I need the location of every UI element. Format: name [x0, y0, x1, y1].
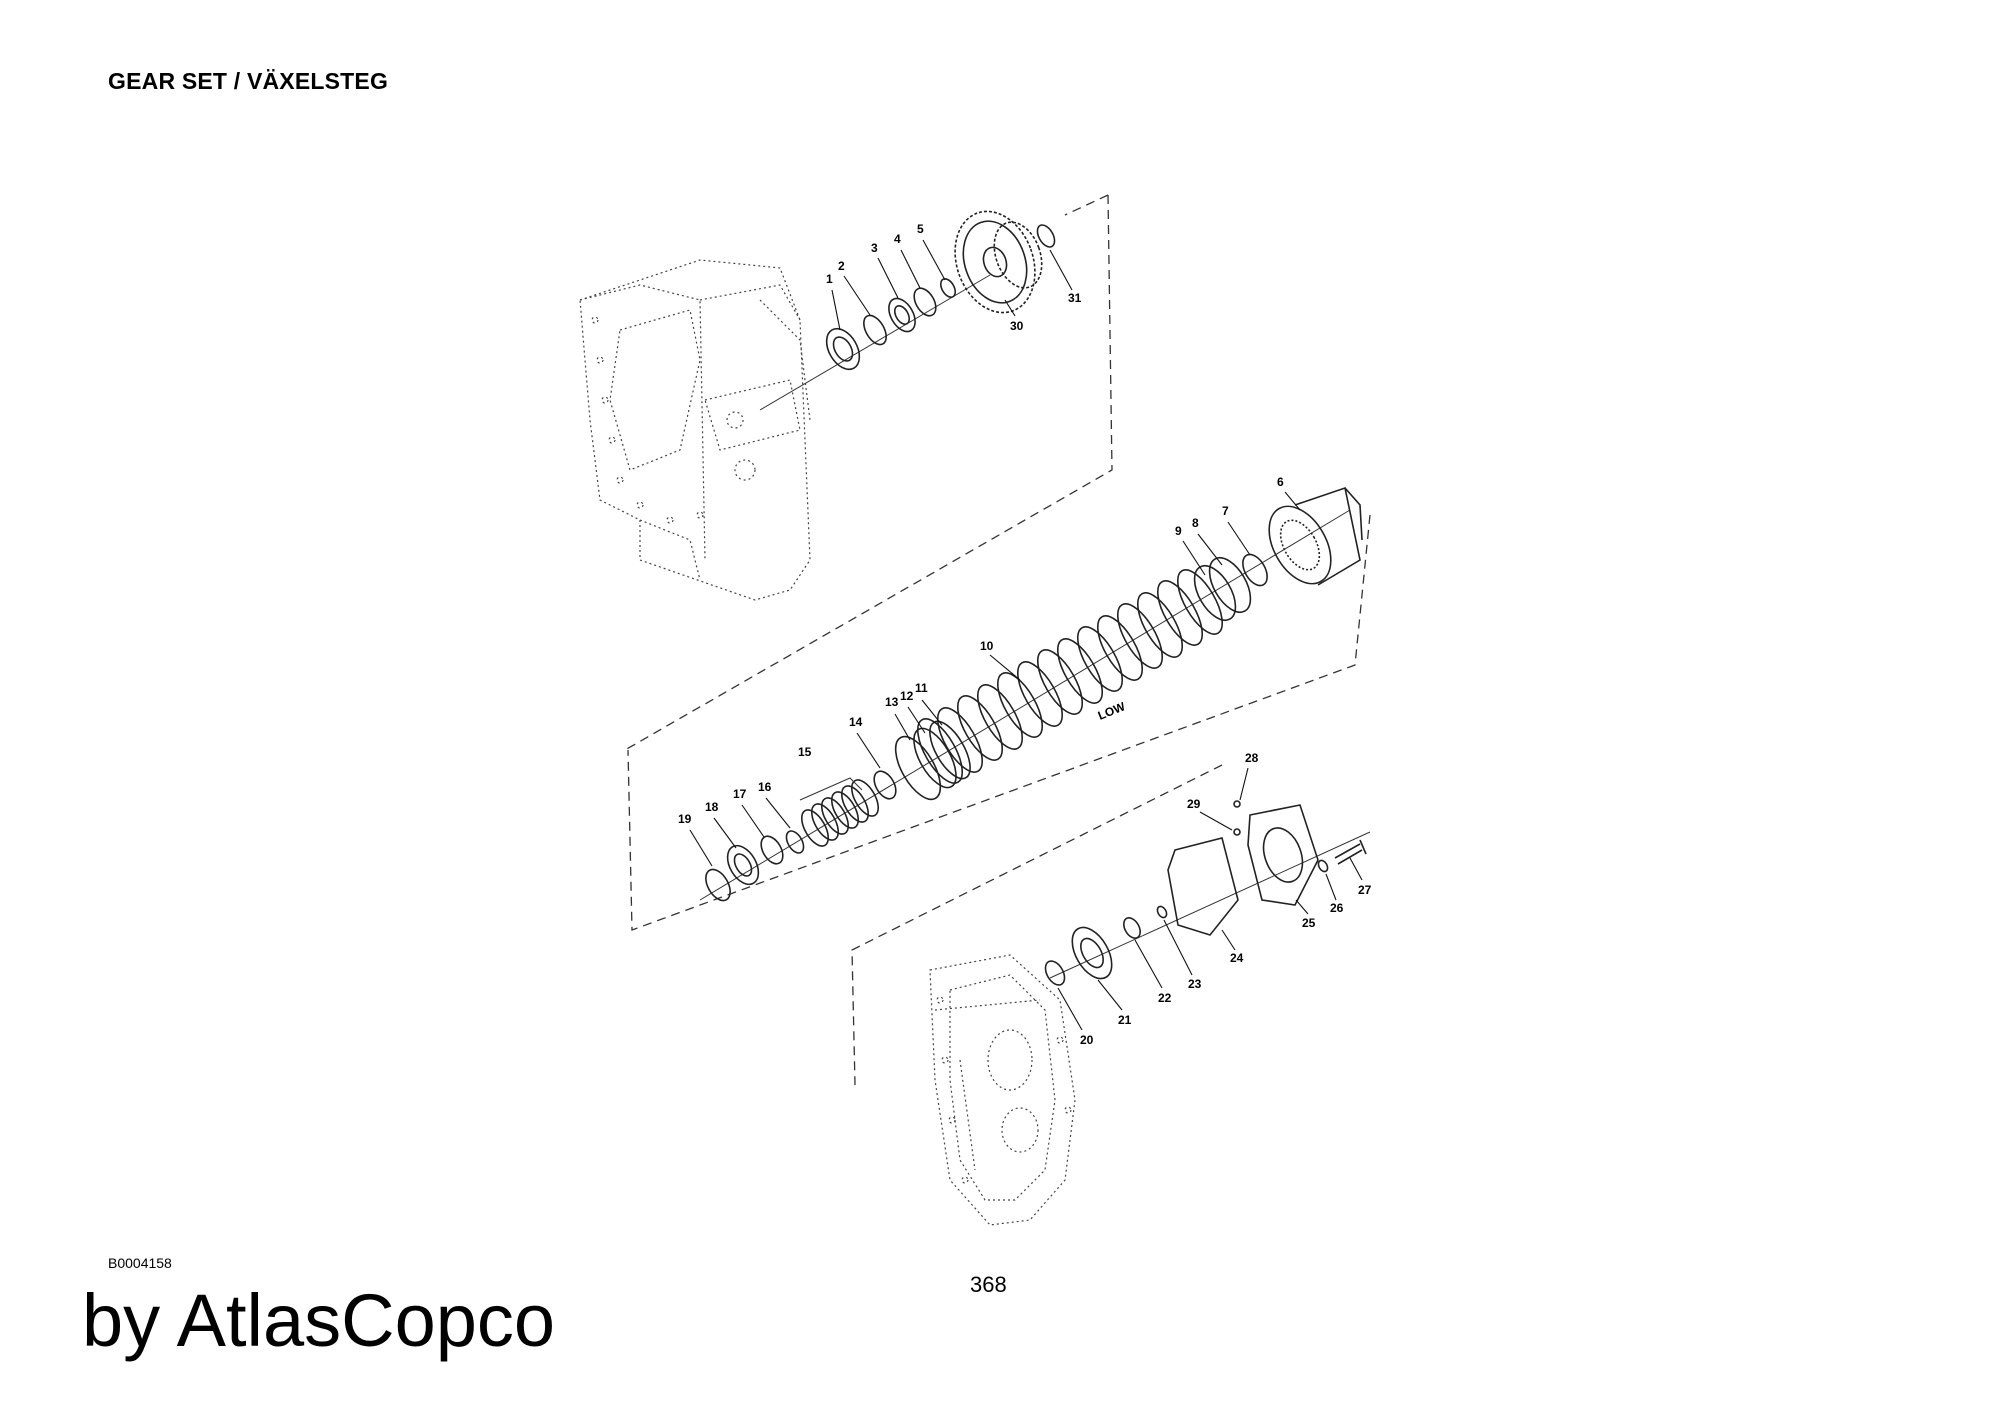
- piston-13: [894, 735, 942, 801]
- leader-lines: [689, 239, 1363, 1031]
- washer-26: [1317, 859, 1329, 873]
- transmission-housing: [579, 259, 811, 601]
- gasket-24: [1167, 837, 1239, 936]
- callout-1: 1: [826, 272, 833, 286]
- callout-12: 12: [900, 689, 914, 703]
- plate-12: [913, 727, 957, 789]
- clutch-pack-group: [627, 486, 1371, 931]
- callout-4: 4: [894, 232, 901, 246]
- bolt-27: [1334, 839, 1367, 865]
- bearing-3: [888, 297, 916, 333]
- callout-17: 17: [733, 787, 747, 801]
- washer-23: [1156, 905, 1168, 919]
- callout-8: 8: [1192, 516, 1199, 530]
- callout-6: 6: [1277, 475, 1284, 489]
- callout-28: 28: [1245, 751, 1259, 765]
- page-number: 368: [970, 1272, 1007, 1297]
- callout-14: 14: [849, 715, 863, 729]
- bearing-18: [726, 844, 760, 886]
- clutch-drum-6: [1268, 486, 1363, 586]
- snap-ring-19: [705, 868, 731, 902]
- ring-20: [1044, 960, 1066, 986]
- callout-22: 22: [1158, 991, 1172, 1005]
- callout-31: 31: [1068, 291, 1082, 305]
- callout-7: 7: [1222, 504, 1229, 518]
- callout-3: 3: [871, 241, 878, 255]
- plug-29: [1233, 828, 1241, 836]
- snap-ring-7: [1242, 553, 1268, 587]
- callout-10: 10: [980, 639, 994, 653]
- callout-21: 21: [1118, 1013, 1132, 1027]
- callout-15: 15: [798, 745, 812, 759]
- brand-watermark: by AtlasCopco: [82, 1279, 556, 1362]
- callout-2: 2: [838, 259, 845, 273]
- callout-18: 18: [705, 800, 719, 814]
- callout-27: 27: [1358, 883, 1372, 897]
- snap-ring-31: [1036, 224, 1056, 248]
- callout-19: 19: [678, 812, 692, 826]
- callout-9: 9: [1175, 524, 1182, 538]
- spring-15: [799, 777, 880, 847]
- callout-20: 20: [1080, 1033, 1094, 1047]
- callout-26: 26: [1330, 901, 1344, 915]
- ring-4: [913, 287, 937, 317]
- callout-5: 5: [917, 222, 924, 236]
- plate-9: [1193, 565, 1237, 621]
- washer-14: [873, 770, 897, 800]
- ring-17: [760, 835, 784, 865]
- callout-25: 25: [1302, 916, 1316, 930]
- callout-23: 23: [1188, 977, 1202, 991]
- low-annotation: LOW: [1096, 699, 1128, 723]
- ring-5: [939, 278, 957, 298]
- page-title: GEAR SET / VÄXELSTEG: [108, 68, 389, 94]
- lower-cover-group: [851, 764, 1371, 1086]
- cover-25: [1247, 804, 1319, 906]
- gear-30: [954, 210, 1043, 314]
- callout-30: 30: [1010, 319, 1024, 333]
- ring-2: [863, 314, 887, 346]
- callout-13: 13: [885, 695, 899, 709]
- ring-16: [785, 830, 805, 854]
- callout-24: 24: [1230, 951, 1244, 965]
- callout-16: 16: [758, 780, 772, 794]
- upper-dashed-frame: [624, 194, 1113, 751]
- plate-8: [1208, 557, 1252, 613]
- callout-11: 11: [915, 681, 928, 695]
- document-code: B0004158: [108, 1255, 172, 1271]
- ring-22: [1123, 917, 1141, 939]
- callout-labels: 1 2 3 4 5 6 7 8 9 10 11 12 13 14 15 16 1…: [678, 222, 1372, 1047]
- plate-11: [929, 720, 971, 780]
- callout-29: 29: [1187, 797, 1201, 811]
- clutch-discs-10: [917, 569, 1223, 784]
- upper-shaft-group: [759, 210, 1056, 411]
- bearing-21: [1071, 926, 1113, 980]
- plug-28: [1233, 800, 1241, 808]
- bearing-1: [825, 327, 861, 371]
- lower-housing: [929, 954, 1076, 1226]
